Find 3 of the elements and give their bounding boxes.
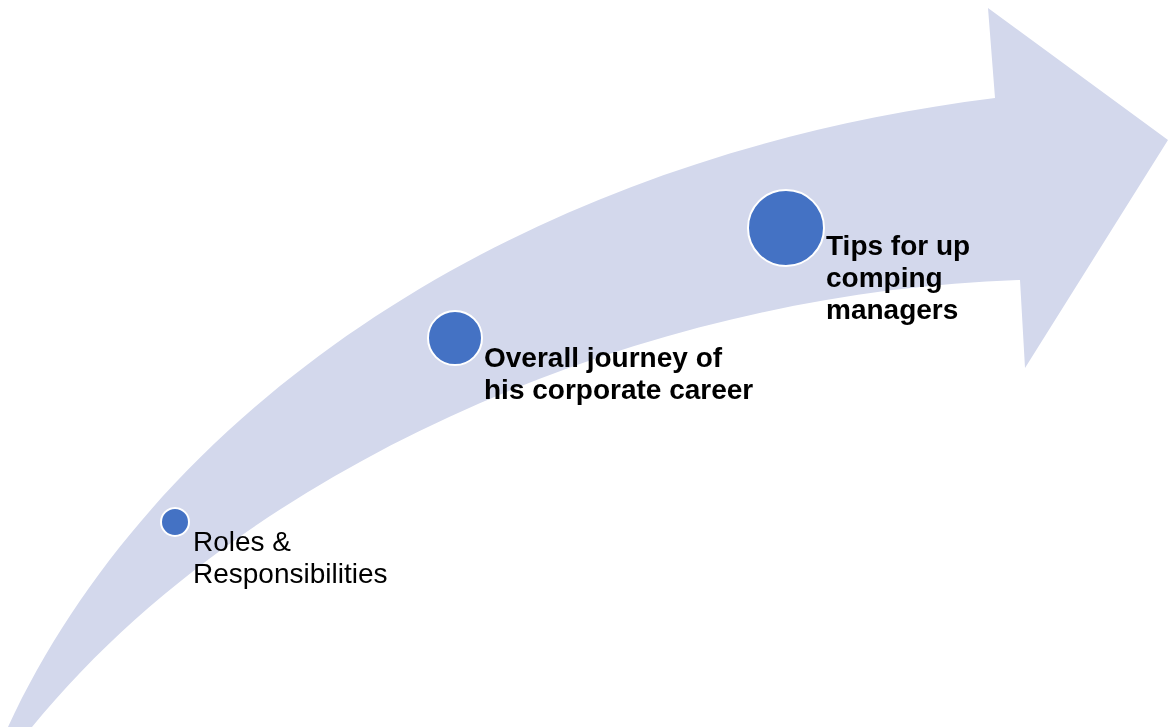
step-label: Roles & Responsibilities <box>193 526 389 590</box>
step-label: Tips for up comping managers <box>826 230 972 326</box>
step-label: Overall journey of his corporate career <box>484 342 754 406</box>
